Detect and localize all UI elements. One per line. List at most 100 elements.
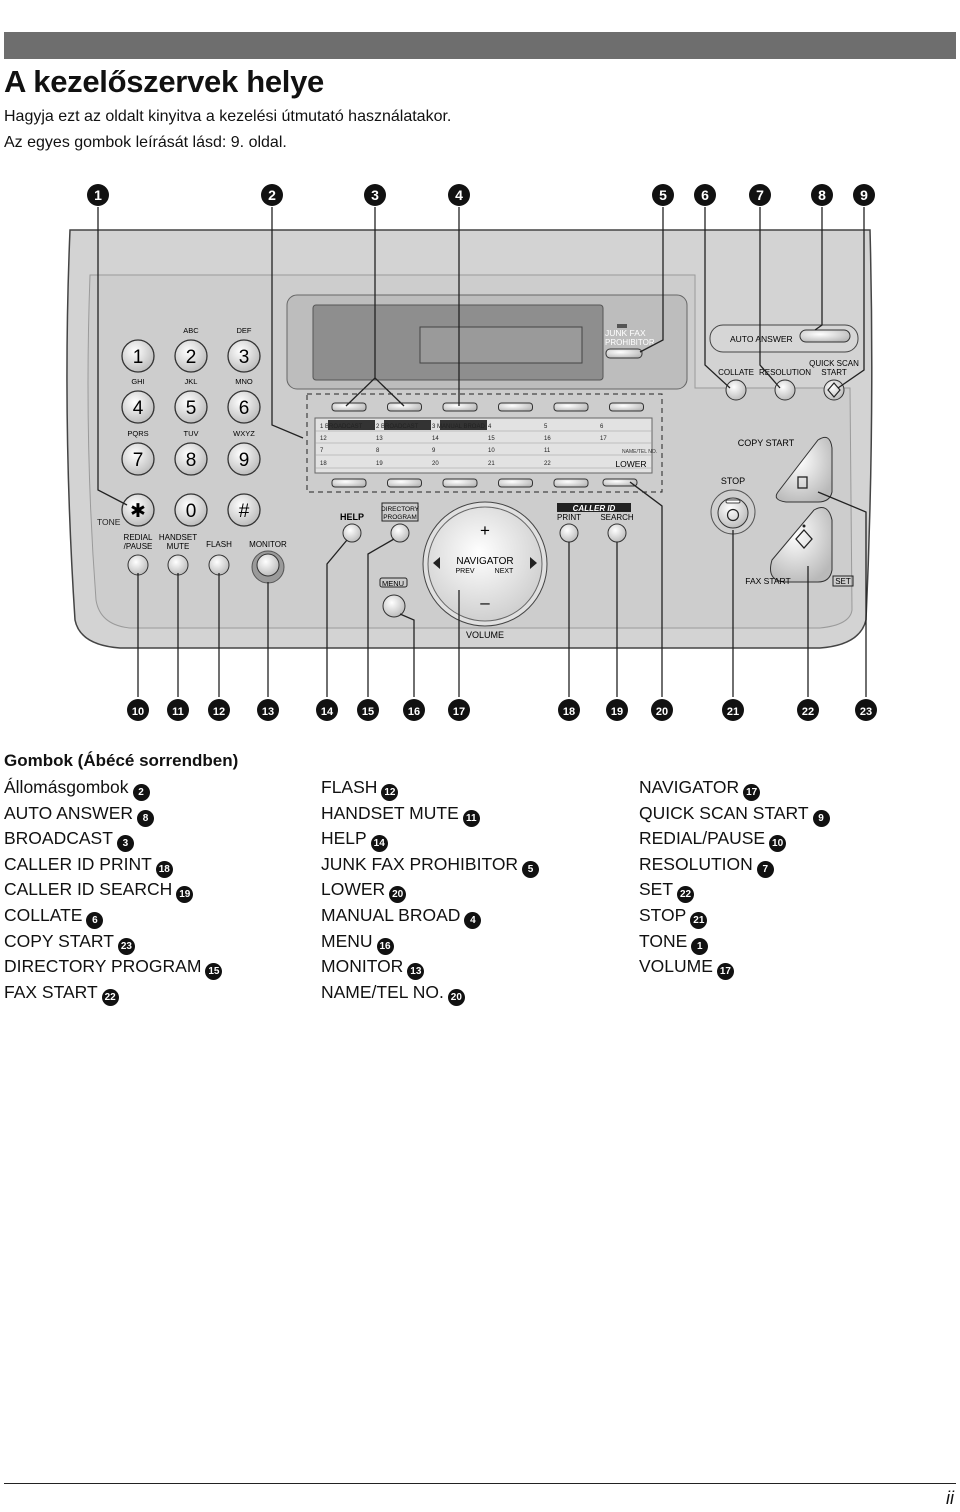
station-cell: 3 MANUAL BROAD (432, 424, 485, 430)
keypad-key-9 (121, 493, 155, 527)
station-cell: 11 (544, 448, 551, 454)
quick-scan-label-1: QUICK SCAN (809, 359, 859, 368)
callout-badge-17 (448, 699, 470, 721)
redial-label-2: /PAUSE (124, 542, 153, 551)
station-cell-bg (440, 420, 487, 430)
caller-id-search-button (607, 523, 627, 543)
keypad-digit: # (239, 501, 250, 522)
callout-number: 8 (818, 187, 826, 203)
station-button-top-2 (387, 402, 422, 412)
station-cell: 7 (320, 448, 324, 454)
keypad-key-7 (174, 442, 208, 476)
legend-item-number: 5 (522, 860, 540, 878)
callout-number: 7 (756, 187, 764, 203)
resolution-button (774, 379, 796, 401)
callout-number: 14 (321, 706, 334, 718)
legend-item-label: FAX START (4, 981, 98, 1002)
callout-badge-2 (261, 184, 283, 206)
station-button-top-6 (609, 402, 644, 412)
callout-badge-5 (652, 184, 674, 206)
print-label: PRINT (557, 513, 581, 522)
station-cell: 17 (600, 436, 607, 442)
legend-item-number: 14 (370, 835, 388, 853)
keypad-letters: DEF (237, 326, 252, 335)
callout-number: 3 (371, 187, 379, 203)
legend-item-label: REDIAL/PAUSE (639, 828, 766, 849)
station-cell: 6 (600, 424, 604, 430)
tone-label-text: TONE (97, 517, 121, 527)
legend-item-number: 1 (691, 937, 709, 955)
redial-label-1: REDIAL (124, 533, 153, 542)
callout-number: 9 (860, 187, 868, 203)
stop-indicator (725, 499, 741, 504)
keypad-letters: PQRS (127, 429, 148, 438)
legend-item-number: 20 (389, 886, 407, 904)
quick-scan-label-2: START (821, 368, 847, 377)
keypad-key-3 (121, 390, 155, 424)
caller-id-print-button (559, 523, 579, 543)
station-cell: 18 (320, 461, 327, 467)
copy-start-button (775, 436, 833, 503)
station-cell: 21 (488, 461, 495, 467)
menu-frame (379, 577, 408, 588)
station-cell: 9 (432, 448, 436, 454)
station-button-top-5 (553, 402, 589, 412)
legend-item-label: BROADCAST (4, 828, 113, 849)
keypad-key-11 (227, 493, 261, 527)
help-button (342, 523, 362, 543)
keypad-letters: JKL (185, 377, 198, 386)
keypad-digit: 9 (239, 450, 250, 471)
intro-line-1: Hagyja ezt az oldalt kinyitva a kezelési… (4, 108, 452, 125)
keypad-letters: WXYZ (233, 429, 255, 438)
page-number: ii (946, 1488, 954, 1508)
legend-item-label: AUTO ANSWER (4, 802, 134, 823)
legend-item-number: 16 (376, 937, 394, 955)
stop-label: STOP (721, 476, 745, 486)
intro-line-2: Az egyes gombok leírását lásd: 9. oldal. (4, 134, 287, 151)
keypad-key-6 (121, 442, 155, 476)
callout-badge-9 (853, 184, 875, 206)
lower-label: LOWER (615, 459, 646, 469)
legend-item-label: COLLATE (4, 904, 83, 925)
callout-number: 22 (802, 706, 814, 718)
search-label: SEARCH (600, 513, 634, 522)
callout-number: 5 (659, 187, 667, 203)
station-button-top-1 (331, 402, 367, 412)
callout-badge-8 (811, 184, 833, 206)
callout-badge-3 (364, 184, 386, 206)
callout-number: 2 (268, 187, 276, 203)
legend-item-number: 4 (464, 911, 482, 929)
legend-item: NAME/TEL NO.20 (321, 980, 539, 1006)
copy-start-icon (797, 476, 808, 489)
station-cell: 13 (376, 436, 383, 442)
callout-number: 12 (213, 706, 225, 718)
keypad-digit: 7 (133, 450, 144, 471)
callout-number: 6 (701, 187, 709, 203)
legend-item-label: DIRECTORY PROGRAM (4, 956, 202, 977)
callout-number: 21 (727, 706, 739, 718)
legend-item-label: FLASH (321, 777, 378, 797)
legend-heading: Gombok (Ábécé sorrendben) (4, 751, 239, 770)
copy-start-label: COPY START (738, 438, 795, 448)
collate-label: COLLATE (718, 368, 754, 377)
legend-item-label: CALLER ID SEARCH (4, 879, 173, 900)
directory-label-1: DIRECTORY (381, 506, 420, 513)
legend-item-number: 23 (117, 937, 135, 955)
station-cell-bg (328, 420, 375, 430)
legend-item-number: 10 (769, 835, 787, 853)
junk-fax-prohibitor-button (605, 348, 643, 359)
